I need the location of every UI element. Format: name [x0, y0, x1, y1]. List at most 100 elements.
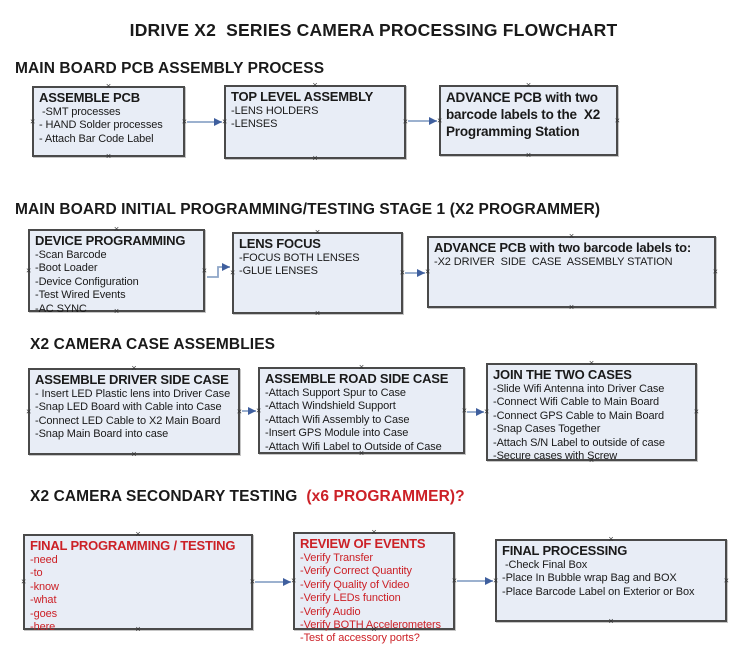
box-title: FINAL PROGRAMMING / TESTING: [30, 538, 236, 553]
connection-point-icon: ×: [113, 224, 120, 234]
box-title: TOP LEVEL ASSEMBLY: [231, 89, 374, 104]
box-item: -AC SYNC: [35, 302, 87, 315]
connection-point-icon: ×: [371, 527, 377, 537]
box-item: -Device Configuration: [35, 275, 139, 288]
box-title: ASSEMBLE DRIVER SIDE CASE: [35, 372, 229, 387]
box-items: -LENS HOLDERS-LENSES: [231, 105, 400, 132]
connection-point-icon: ×: [131, 449, 137, 459]
box-item: -Snap LED Board with Cable into Case: [35, 401, 222, 414]
box-items: - Insert LED Plastic lens into Driver Ca…: [35, 388, 234, 442]
box-items: -Check Final Box-Place In Bubble wrap Ba…: [502, 559, 721, 599]
section-heading-red-part: (x6 PROGRAMMER)?: [306, 488, 465, 505]
box-items: -Attach Support Spur to Case-Attach Wind…: [265, 387, 459, 454]
box-item: -FOCUS BOTH LENSES: [239, 252, 360, 264]
box-item: -Attach Wifi Assembly to Case: [265, 413, 410, 426]
connection-point-icon: ×: [26, 406, 32, 416]
box-item: -Connect Wifi Cable to Main Board: [493, 396, 660, 409]
connection-point-icon: ×: [493, 575, 499, 585]
flow-box-top-level-assembly: TOP LEVEL ASSEMBLY -LENS HOLDERS-LENSES …: [222, 81, 408, 163]
flow-box-review-of-events: REVIEW OF EVENTS -Verify Transfer-Verify…: [291, 528, 457, 645]
connection-point-icon: ×: [568, 231, 575, 241]
connection-point-icon: ×: [314, 227, 321, 237]
box-item: -Place Barcode Label on Exterior or Box: [502, 585, 695, 598]
box-title: ASSEMBLE PCB: [39, 90, 140, 105]
box-item: -Secure cases with Screw: [493, 450, 618, 463]
connection-point-icon: ×: [451, 575, 457, 586]
box-item: -what: [30, 594, 57, 607]
box-item: -Verify Correct Quantity: [300, 565, 412, 578]
connection-point-icon: ×: [21, 576, 27, 587]
connection-point-icon: ×: [312, 153, 318, 163]
flow-box-advance-pcb-programming-station: ADVANCE PCB with two barcode labels to t…: [437, 81, 620, 160]
connection-point-icon: ×: [608, 534, 614, 544]
connection-point-icon: ×: [484, 406, 490, 417]
box-item: -GLUE LENSES: [239, 265, 318, 278]
connection-point-icon: ×: [131, 363, 137, 373]
page-title: IDRIVE X2 SERIES CAMERA PROCESSING FLOWC…: [129, 20, 618, 40]
connection-point-icon: ×: [291, 575, 297, 586]
connection-point-icon: ×: [614, 115, 620, 125]
connection-point-icon: ×: [113, 306, 120, 316]
box-item: -Verify Transfer: [300, 552, 373, 564]
box-item: -Attach Windshield Support: [265, 400, 396, 413]
connection-point-icon: ×: [371, 624, 377, 634]
flow-box-final-programming-testing: FINAL PROGRAMMING / TESTING -need-to-kno…: [21, 530, 255, 634]
box-item: -Verify Audio: [300, 605, 361, 618]
box-item: -Insert GPS Module into Case: [265, 427, 409, 440]
box-item: -Boot Loader: [35, 262, 98, 275]
box-item: -know: [30, 580, 59, 593]
connection-point-icon: ×: [525, 80, 532, 90]
box-title: ADVANCE PCB with two barcode labels to:: [434, 240, 692, 255]
box-item: -Attach Support Spur to Case: [265, 387, 406, 399]
box-item: - Attach Bar Code Label: [39, 132, 154, 145]
box-title: REVIEW OF EVENTS: [300, 536, 426, 551]
connection-point-icon: ×: [256, 405, 262, 415]
connection-point-icon: ×: [402, 116, 408, 127]
flow-box-device-programming: DEVICE PROGRAMMING -Scan Barcode-Boot Lo…: [26, 225, 207, 316]
box-item: -Test Wired Events: [35, 289, 126, 302]
connection-point-icon: ×: [249, 576, 255, 587]
box-item: -Attach Wifi Label to Outside of Case: [265, 440, 442, 453]
box-item: -Attach S/N Label to outside of case: [493, 436, 665, 449]
section-heading-initial-programming: MAIN BOARD INITIAL PROGRAMMING/TESTING S…: [15, 201, 601, 218]
connection-point-icon: ×: [588, 358, 595, 368]
connection-point-icon: ×: [30, 116, 36, 126]
connection-point-icon: ×: [105, 81, 112, 91]
flow-box-final-processing: FINAL PROCESSING -Check Final Box-Place …: [493, 535, 729, 626]
flow-box-join-the-two-cases: JOIN THE TWO CASES -Slide Wifi Antenna i…: [484, 359, 699, 465]
connection-point-icon: ×: [201, 265, 207, 275]
flow-box-assemble-driver-side-case: ASSEMBLE DRIVER SIDE CASE - Insert LED P…: [26, 364, 242, 459]
connection-point-icon: ×: [135, 624, 141, 634]
box-item: -need: [30, 554, 58, 566]
connection-point-icon: ×: [425, 266, 431, 277]
box-title: ASSEMBLE ROAD SIDE CASE: [265, 371, 449, 386]
connection-point-icon: ×: [461, 405, 467, 415]
box-title: FINAL PROCESSING: [502, 543, 628, 558]
box-title: LENS FOCUS: [239, 236, 321, 251]
connection-point-icon: ×: [230, 267, 236, 278]
box-item: -X2 DRIVER SIDE CASE ASSEMBLY STATION: [434, 256, 673, 268]
arrow-device-to-lensfocus: [207, 263, 230, 278]
section-heading-black-part: X2 CAMERA SECONDARY TESTING: [30, 488, 298, 505]
box-item: -Verify Quality of Video: [300, 578, 410, 591]
connection-point-icon: ×: [181, 116, 187, 126]
box-item: -Connect GPS Cable to Main Board: [493, 409, 665, 422]
box-items: -Scan Barcode-Boot Loader-Device Configu…: [35, 249, 199, 316]
section-heading-case-assemblies: X2 CAMERA CASE ASSEMBLIES: [30, 336, 276, 353]
box-item: -LENS HOLDERS: [231, 105, 319, 117]
box-items: -SMT processes- HAND Solder processes- A…: [39, 106, 179, 146]
box-item: -Check Final Box: [502, 559, 588, 571]
box-items: -X2 DRIVER SIDE CASE ASSEMBLY STATION: [434, 256, 710, 269]
flow-box-assemble-pcb: ASSEMBLE PCB -SMT processes- HAND Solder…: [30, 82, 187, 161]
connection-point-icon: ×: [312, 80, 318, 90]
connection-point-icon: ×: [26, 265, 32, 275]
connection-point-icon: ×: [314, 308, 321, 318]
box-item: - Insert LED Plastic lens into Driver Ca…: [35, 388, 231, 400]
box-title: DEVICE PROGRAMMING: [35, 233, 186, 248]
flow-box-lens-focus: LENS FOCUS -FOCUS BOTH LENSES-GLUE LENSE…: [230, 228, 405, 318]
connection-point-icon: ×: [358, 362, 365, 372]
box-item: -Test of accessory ports?: [300, 632, 420, 645]
section-heading-secondary-testing: X2 CAMERA SECONDARY TESTING (x6 PROGRAMME…: [30, 488, 465, 506]
box-items: -FOCUS BOTH LENSES-GLUE LENSES: [239, 252, 397, 279]
